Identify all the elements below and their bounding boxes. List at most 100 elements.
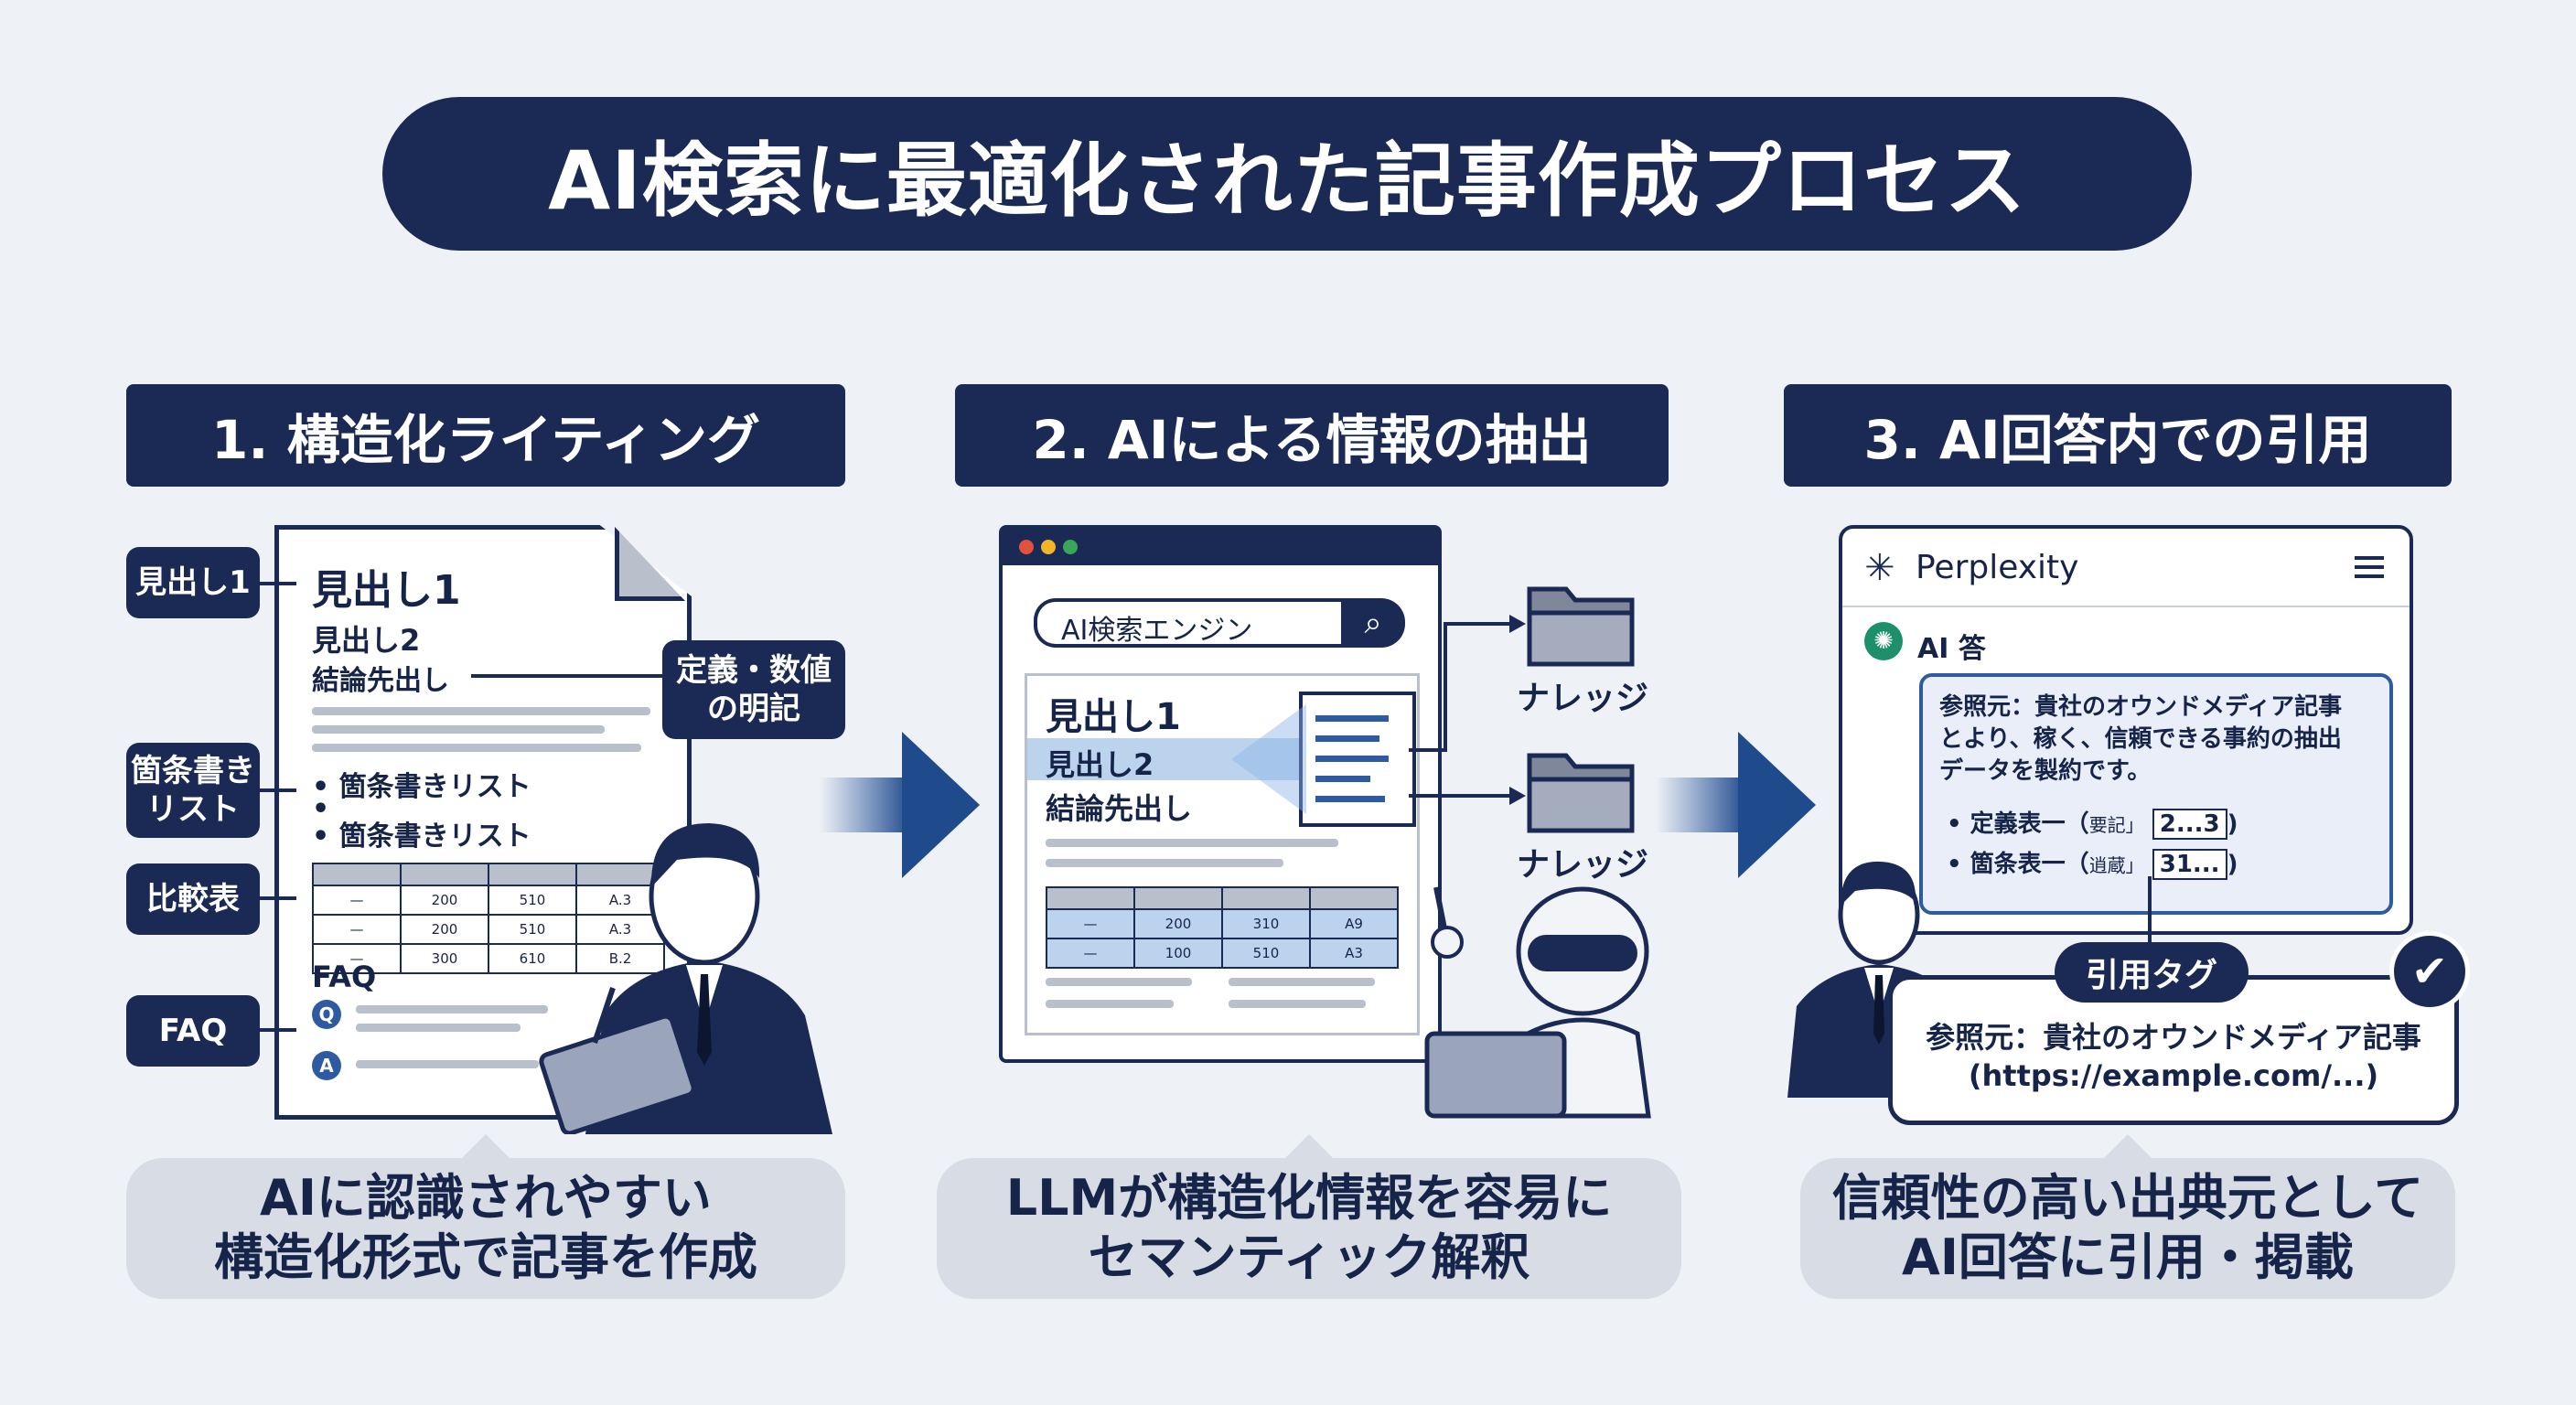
ai-avatar-icon: ✺ bbox=[1864, 622, 1903, 660]
extraction-connector-icon bbox=[1409, 615, 1526, 805]
bullet-label: 箇条書きリスト bbox=[338, 820, 531, 853]
list-item-mark: 要記」 bbox=[2088, 814, 2144, 836]
list-item-mark: 逍蔵」 bbox=[2088, 854, 2144, 876]
search-placeholder: AI検索エンジン bbox=[1061, 615, 1253, 647]
checkmark-icon: ✔ bbox=[2389, 931, 2470, 1012]
citation-source: 参照元：貴社のオウンドメディア記事 bbox=[1926, 1020, 2421, 1055]
stage-2-header: 2. AIによる情報の抽出 bbox=[955, 384, 1669, 487]
answer-line: 参照元：貴社のオウンドメディア記事 bbox=[1939, 693, 2343, 721]
doc-heading-2: 見出し2 bbox=[1046, 747, 1154, 782]
tag-heading: 見出し1 bbox=[126, 547, 260, 618]
folder-label: ナレッジ bbox=[1516, 680, 1648, 717]
folder-label: ナレッジ bbox=[1516, 846, 1648, 884]
doc-heading-1: 見出し1 bbox=[312, 567, 461, 614]
question-badge: Q bbox=[312, 1000, 341, 1029]
ai-answer-window: ✳ Perplexity ✺ AI 答 参照元：貴社のオウンドメディア記事 とよ… bbox=[1839, 525, 2413, 935]
doc-conclusion: 結論先出し bbox=[1046, 791, 1193, 826]
stage-2-caption: LLMが構造化情報を容易に セマンティック解釈 bbox=[937, 1134, 1681, 1299]
text-line bbox=[356, 1005, 548, 1014]
answer-bubble: 参照元：貴社のオウンドメディア記事 とより、稼く、信頼できる事約の抽出 データを… bbox=[1919, 673, 2393, 915]
tag-connector bbox=[260, 1028, 296, 1032]
search-icon: ⌕ bbox=[1364, 605, 1382, 641]
tag-definition: 定義・数値 の明記 bbox=[662, 640, 845, 739]
answer-text: 参照元：貴社のオウンドメディア記事 とより、稼く、信頼できる事約の抽出 データを… bbox=[1939, 692, 2342, 788]
caption-line: 構造化形式で記事を作成 bbox=[214, 1228, 757, 1286]
flow-arrow-icon bbox=[1656, 732, 1816, 878]
robot-icon bbox=[1424, 886, 1651, 1119]
stage-3-caption: 信頼性の高い出典元として AI回答に引用・掲載 bbox=[1800, 1134, 2455, 1299]
definition-connector bbox=[471, 674, 672, 678]
citation-ref[interactable]: 2...3 bbox=[2152, 809, 2227, 840]
perplexity-logo-icon: ✳ bbox=[1864, 547, 1895, 589]
caption-line: 信頼性の高い出典元として bbox=[1831, 1169, 2424, 1228]
text-line bbox=[312, 725, 605, 734]
text-line bbox=[1046, 839, 1338, 847]
writer-person-icon bbox=[539, 823, 832, 1134]
menu-icon[interactable] bbox=[2355, 551, 2384, 584]
doc-heading-2: 見出し2 bbox=[312, 623, 421, 658]
tag-connector bbox=[260, 788, 296, 792]
window-close-icon[interactable] bbox=[1019, 540, 1034, 554]
citation-tag-badge: 引用タグ bbox=[2055, 942, 2249, 1003]
caption-line: AI回答に引用・掲載 bbox=[1902, 1228, 2354, 1286]
text-line bbox=[1229, 978, 1375, 986]
bullet-dot: • bbox=[312, 793, 330, 825]
tag-connector bbox=[260, 896, 296, 900]
answer-list-item: • 定義表一（要記」 2...3) bbox=[1947, 809, 2238, 840]
window-minimize-icon[interactable] bbox=[1041, 540, 1056, 554]
stage-1-header: 1. 構造化ライティング bbox=[126, 384, 845, 487]
bullet-item: • 箇条書きリスト bbox=[312, 771, 531, 803]
bullet-label: 箇条書きリスト bbox=[338, 771, 531, 803]
text-line bbox=[1046, 978, 1192, 986]
ai-label: AI 答 bbox=[1917, 633, 1986, 665]
stage-1-caption: AIに認識されやすい 構造化形式で記事を作成 bbox=[126, 1134, 845, 1299]
text-line bbox=[1046, 1000, 1174, 1008]
answer-list-item: • 箇条表一（逍蔵」 31...) bbox=[1947, 849, 2238, 880]
faq-heading: FAQ bbox=[312, 960, 377, 994]
page-title: AI検索に最適化された記事作成プロセス bbox=[382, 97, 2192, 251]
caption-line: LLMが構造化情報を容易に bbox=[1005, 1169, 1613, 1228]
folder-icon bbox=[1527, 586, 1635, 667]
doc-heading-1: 見出し1 bbox=[1046, 696, 1181, 738]
tag-table: 比較表 bbox=[126, 863, 260, 935]
tag-line: 箇条書き bbox=[131, 752, 255, 789]
caption-line: セマンティック解釈 bbox=[1088, 1228, 1530, 1286]
list-item-text: 定義表一（ bbox=[1970, 810, 2089, 838]
tag-line: リスト bbox=[146, 791, 240, 828]
tag-bullet-list: 箇条書き リスト bbox=[126, 743, 260, 838]
tag-line: 定義・数値 bbox=[676, 651, 832, 689]
stage-3-header: 3. AI回答内での引用 bbox=[1784, 384, 2452, 487]
extracted-doc-icon bbox=[1299, 692, 1416, 827]
window-maximize-icon[interactable] bbox=[1063, 540, 1078, 554]
text-line bbox=[312, 744, 641, 752]
caption-line: AIに認識されやすい bbox=[260, 1169, 712, 1228]
app-name: Perplexity bbox=[1916, 549, 2079, 586]
bullet-item: • 箇条書きリスト bbox=[312, 820, 531, 853]
highlight-band bbox=[1027, 738, 1302, 780]
search-input[interactable]: AI検索エンジン bbox=[1034, 598, 1345, 648]
citation-url[interactable]: (https://example.com/...) bbox=[1968, 1058, 2379, 1093]
article-document: 見出し1 見出し2 結論先出し • 箇条書きリスト • • 箇条書きリスト —2… bbox=[274, 525, 692, 1120]
answer-line: データを製約です。 bbox=[1939, 757, 2152, 786]
folder-icon bbox=[1527, 753, 1635, 833]
search-button[interactable]: ⌕ bbox=[1341, 598, 1405, 648]
flow-arrow-icon bbox=[820, 732, 980, 878]
citation-ref[interactable]: 31... bbox=[2152, 849, 2227, 880]
text-line bbox=[356, 1024, 521, 1032]
answer-line: とより、稼く、信頼できる事約の抽出 bbox=[1939, 725, 2342, 754]
answer-badge: A bbox=[312, 1051, 341, 1080]
text-line bbox=[356, 1060, 539, 1068]
text-line bbox=[312, 707, 650, 715]
citation-connector bbox=[2148, 876, 2152, 953]
tag-faq: FAQ bbox=[126, 995, 260, 1067]
doc-conclusion: 結論先出し bbox=[312, 665, 449, 697]
list-item-text: 箇条表一（ bbox=[1970, 851, 2089, 878]
